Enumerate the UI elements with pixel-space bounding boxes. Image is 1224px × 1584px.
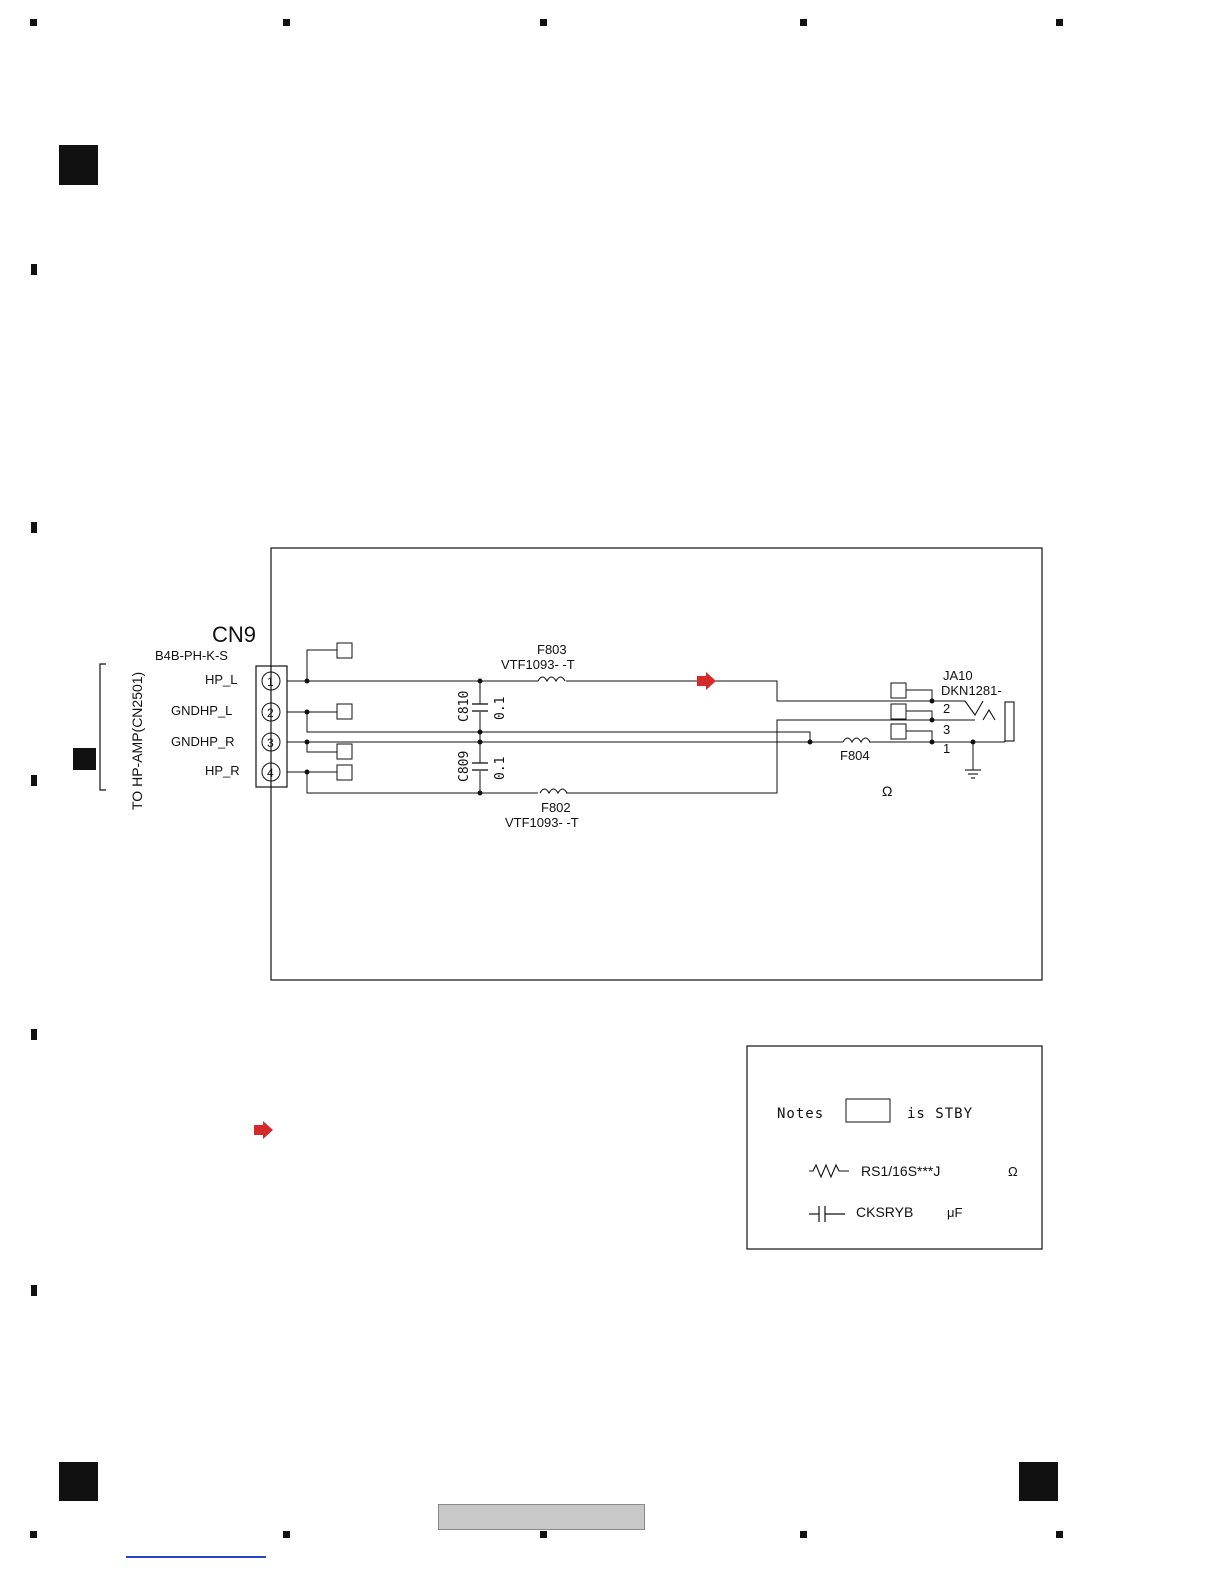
legend-arrow-icon: [254, 1121, 273, 1139]
notes-capacitor-text: CKSRYB: [856, 1204, 913, 1220]
inductor-f804: [843, 738, 870, 742]
ja10-pin: 1: [943, 741, 950, 756]
pin-name: GNDHP_L: [171, 703, 232, 718]
pin-number: 3: [267, 736, 274, 750]
ohm-symbol: Ω: [882, 783, 892, 799]
side-label: TO HP-AMP(CN2501): [129, 672, 145, 810]
resistor-icon: [809, 1165, 849, 1177]
capacitor-c810: [472, 704, 488, 711]
capacitor-c809: [472, 763, 488, 770]
pin-number: 1: [267, 675, 274, 689]
schematic-frame: [271, 548, 1042, 980]
notes-stby-square: [846, 1099, 890, 1122]
ja10-ref: JA10: [943, 668, 973, 683]
notes-resistor-text: RS1/16S***J: [861, 1163, 940, 1179]
stby-squares: [337, 643, 906, 780]
pin-name: HP_L: [205, 672, 238, 687]
c810-value: 0.1: [493, 697, 508, 720]
wires: [287, 650, 1005, 793]
capacitor-icon: [809, 1206, 845, 1222]
inductor-f802: [540, 789, 567, 793]
notes-capacitor-unit: μF: [947, 1205, 962, 1220]
ground-icon: [965, 770, 981, 778]
f804-ref: F804: [840, 748, 870, 763]
pin-number: 2: [267, 706, 274, 720]
junction-dots: [305, 679, 976, 796]
footer-page-bar: [438, 1504, 645, 1530]
f803-ref: F803: [537, 642, 567, 657]
ja10-part: DKN1281-: [941, 683, 1002, 698]
c809-ref: C809: [457, 751, 472, 782]
f802-ref: F802: [541, 800, 571, 815]
connector-ref: CN9: [212, 622, 256, 647]
f802-part: VTF1093- -T: [505, 815, 579, 830]
jack-symbol: [965, 701, 1014, 742]
pin-name: HP_R: [205, 763, 240, 778]
f803-part: VTF1093- -T: [501, 657, 575, 672]
connector-pins: 1 HP_L 2 GNDHP_L 3 GNDHP_R 4 HP_R: [171, 672, 280, 781]
ja10-pin: 2: [943, 701, 950, 716]
registration-marks: [30, 19, 1063, 1538]
signal-arrow-icon: [697, 672, 716, 690]
c810-ref: C810: [457, 691, 472, 722]
notes-title: Notes: [777, 1106, 824, 1122]
footer-link-line[interactable]: [126, 1556, 266, 1558]
pin-name: GNDHP_R: [171, 734, 235, 749]
c809-value: 0.1: [493, 757, 508, 780]
pin-number: 4: [267, 766, 274, 780]
connector-part: B4B-PH-K-S: [155, 648, 228, 663]
notes-stby-text: is STBY: [907, 1106, 973, 1122]
ja10-pin: 3: [943, 722, 950, 737]
inductor-f803: [538, 677, 565, 681]
notes-resistor-unit: Ω: [1008, 1164, 1018, 1179]
side-bracket: [100, 664, 106, 790]
